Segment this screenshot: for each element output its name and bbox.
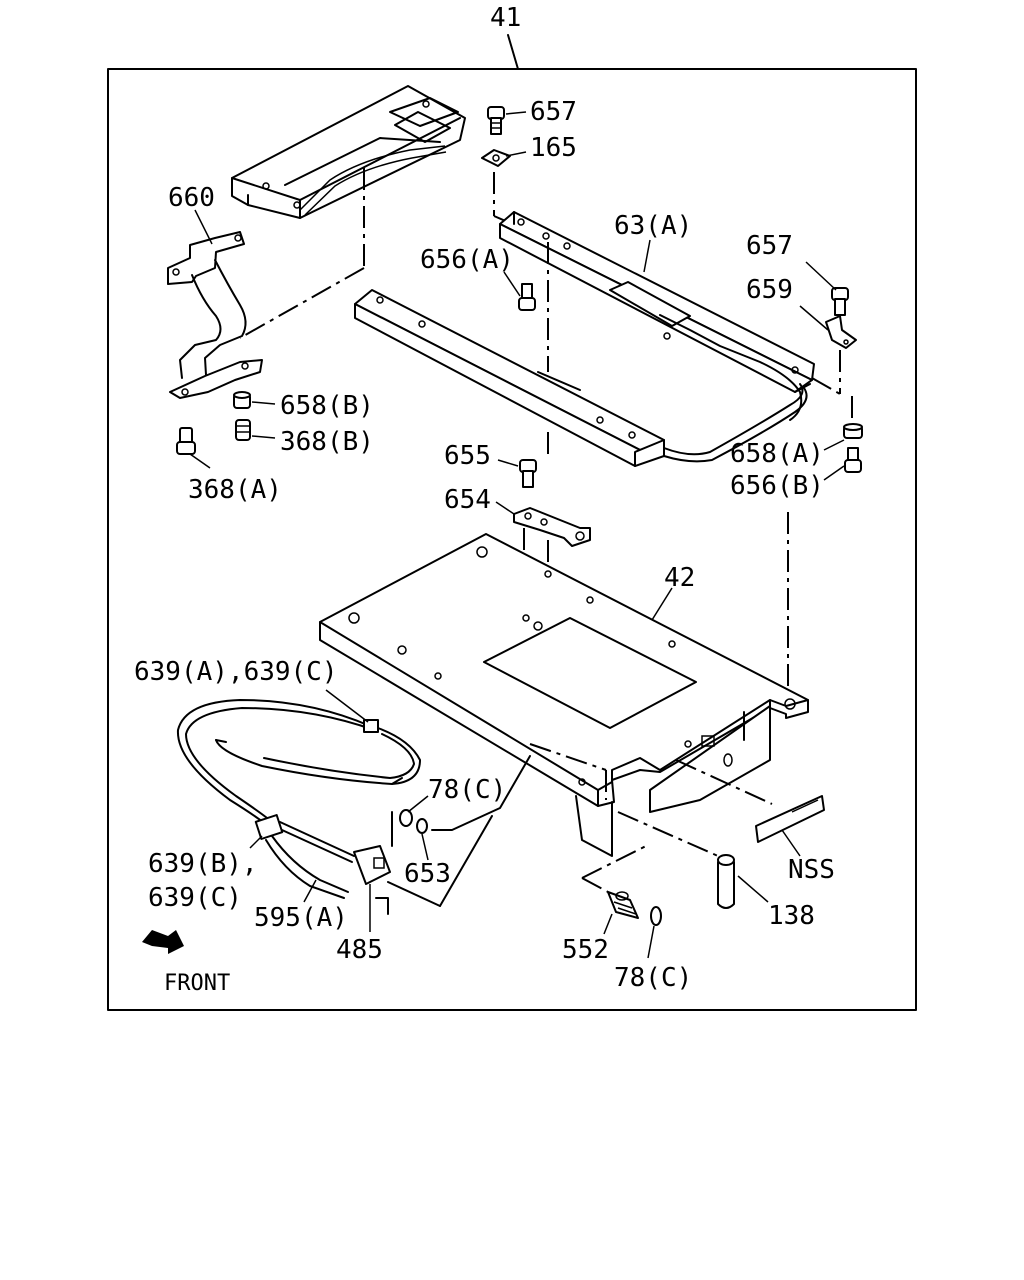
callout-368a: 368(A) bbox=[188, 475, 282, 505]
front-label: FRONT bbox=[164, 971, 230, 996]
callout-655: 655 bbox=[444, 441, 491, 471]
bolt-368b bbox=[235, 419, 251, 441]
assembly-frame bbox=[107, 68, 917, 1011]
cover-138 bbox=[717, 854, 735, 909]
base-plate-42 bbox=[319, 533, 809, 857]
slide-rail-63a bbox=[354, 211, 815, 467]
label-nss bbox=[755, 795, 825, 843]
callout-368b: 368(B) bbox=[280, 427, 374, 457]
callout-552: 552 bbox=[562, 935, 609, 965]
plate-654 bbox=[513, 507, 591, 547]
callout-653: 653 bbox=[404, 859, 451, 889]
callout-138: 138 bbox=[768, 901, 815, 931]
callout-654: 654 bbox=[444, 485, 491, 515]
nut-658b bbox=[233, 391, 251, 409]
callout-165: 165 bbox=[530, 133, 577, 163]
callout-63a: 63(A) bbox=[614, 211, 692, 241]
bolt-656a bbox=[518, 283, 536, 311]
callout-78c-bottom: 78(C) bbox=[614, 963, 692, 993]
fitting-552 bbox=[607, 891, 639, 919]
callout-660: 660 bbox=[168, 183, 215, 213]
callout-595a: 595(A) bbox=[254, 903, 348, 933]
callout-41: 41 bbox=[490, 3, 521, 33]
bracket-659 bbox=[825, 315, 857, 349]
callout-485: 485 bbox=[336, 935, 383, 965]
callout-657-right: 657 bbox=[746, 231, 793, 261]
callout-nss: NSS bbox=[788, 855, 835, 885]
callout-78c-top: 78(C) bbox=[428, 775, 506, 805]
o-ring-78c-bottom bbox=[650, 906, 662, 926]
callout-656a: 656(A) bbox=[420, 245, 514, 275]
nut-658a bbox=[843, 423, 863, 439]
callout-639ac: 639(A),639(C) bbox=[134, 657, 338, 687]
callout-658b: 658(B) bbox=[280, 391, 374, 421]
leader-660 bbox=[194, 209, 213, 245]
front-arrow-icon bbox=[142, 930, 184, 954]
bolt-657-right bbox=[831, 287, 849, 316]
bolt-657-top bbox=[487, 106, 505, 135]
callout-658a: 658(A) bbox=[730, 439, 824, 469]
cable-harness-639 bbox=[176, 699, 421, 899]
bolt-368a bbox=[176, 427, 196, 455]
callout-656b: 656(B) bbox=[730, 471, 824, 501]
o-rings-78c-653 bbox=[399, 809, 428, 834]
washer-165 bbox=[481, 149, 511, 167]
bracket-660 bbox=[167, 231, 263, 399]
callout-639b: 639(B), bbox=[148, 849, 258, 879]
bolt-656b bbox=[844, 447, 862, 473]
assembly-leader bbox=[507, 34, 519, 70]
callout-659: 659 bbox=[746, 275, 793, 305]
callout-657-top: 657 bbox=[530, 97, 577, 127]
bolt-655 bbox=[519, 459, 537, 488]
callout-42: 42 bbox=[664, 563, 695, 593]
seat-frame bbox=[231, 85, 466, 219]
callout-639c: 639(C) bbox=[148, 883, 242, 913]
